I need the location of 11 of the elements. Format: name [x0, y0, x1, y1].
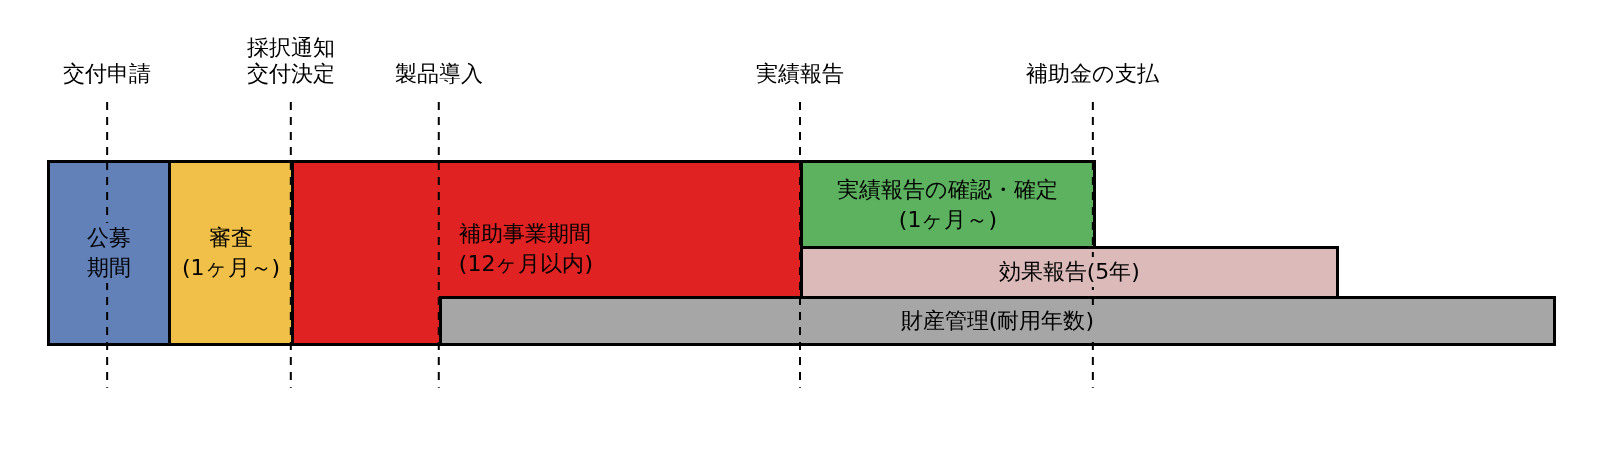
period-label: 公募期間 — [87, 223, 132, 283]
period-bar — [800, 245, 1339, 299]
period-label: 効果報告(5年) — [998, 257, 1140, 288]
milestone-label: 補助金の支払 — [1026, 61, 1160, 88]
milestone-label: 実績報告 — [756, 61, 844, 88]
period-bar — [168, 160, 294, 346]
period-bar — [800, 160, 1096, 249]
milestone-label: 採択通知交付決定 — [246, 34, 335, 87]
milestone-label: 製品導入 — [394, 61, 483, 88]
period-bar — [438, 295, 1557, 346]
milestone-label: 交付申請 — [63, 61, 152, 88]
